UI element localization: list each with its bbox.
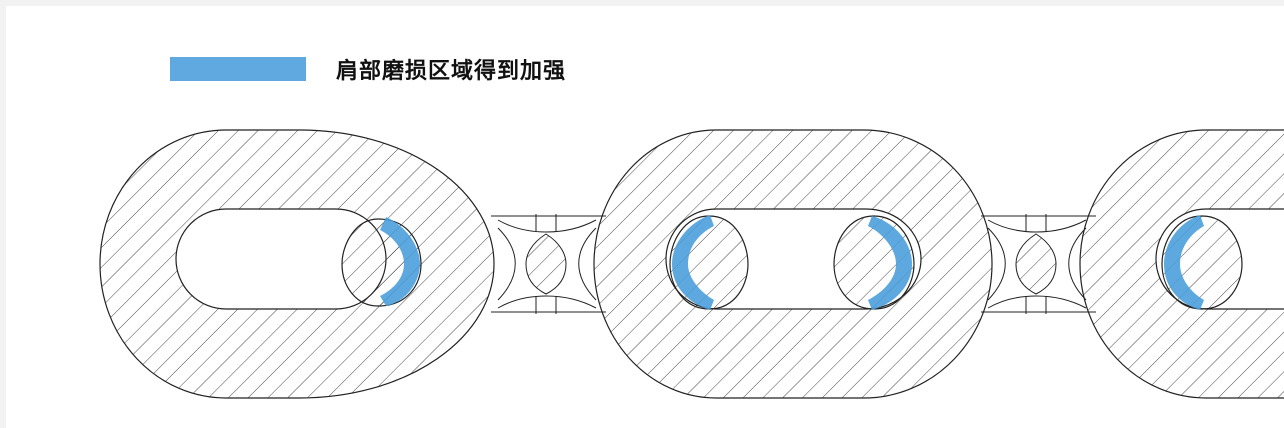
wear-zone-3 <box>868 216 912 310</box>
connector-2 <box>981 214 1096 314</box>
reinforced-wear-zones <box>380 215 1204 310</box>
diagram-card: 肩部磨损区域得到加强 <box>6 6 1284 428</box>
chain-link-1 <box>99 129 495 399</box>
legend-label: 肩部磨损区域得到加强 <box>336 59 567 84</box>
wear-zone-4 <box>1164 215 1204 310</box>
legend-swatch <box>170 57 306 81</box>
chain-links-diagram <box>99 129 1284 399</box>
chain-link-3 <box>1079 129 1284 399</box>
chain-link-2 <box>593 129 993 399</box>
connector-1 <box>491 214 606 314</box>
legend: 肩部磨损区域得到加强 <box>170 53 566 85</box>
wear-zone-1 <box>380 217 420 306</box>
wear-zone-2 <box>672 215 714 310</box>
